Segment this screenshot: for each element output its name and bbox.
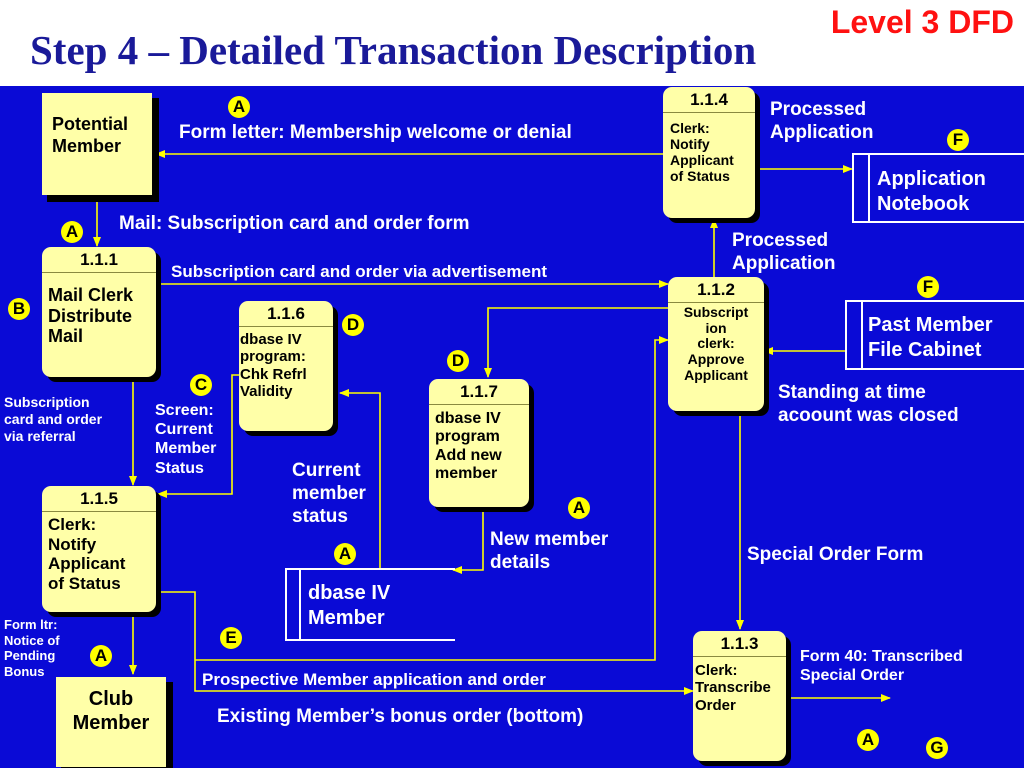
- process-text: Clerk: Notify Applicant of Status: [670, 120, 734, 185]
- store-divider: [861, 300, 863, 370]
- flow-lines: [93, 150, 891, 702]
- process-id: 1.1.2: [668, 277, 764, 303]
- process-1-1-7[interactable]: 1.1.7 dbase IV program Add new member: [429, 379, 529, 507]
- process-text: dbase IV program: Chk Refrl Validity: [240, 331, 307, 400]
- club-member-entity[interactable]: Club Member: [56, 677, 166, 767]
- flow-current-status: [339, 389, 381, 568]
- connector-marker: G: [926, 737, 948, 759]
- flow-label-pending-bonus: Form ltr: Notice of Pending Bonus: [4, 617, 60, 679]
- flow-label-processed-app: Processed Application: [732, 230, 836, 274]
- flow-label-bonus-order: Existing Member’s bonus order (bottom): [217, 706, 584, 727]
- connector-marker: A: [61, 221, 83, 243]
- connector-marker: A: [90, 645, 112, 667]
- process-id: 1.1.3: [693, 631, 786, 657]
- flow-label-processed-app-top: Processed Application: [770, 99, 874, 143]
- connector-marker: A: [228, 96, 250, 118]
- store-divider: [868, 153, 870, 223]
- connector-marker: F: [917, 276, 939, 298]
- application-notebook-store[interactable]: [852, 153, 1024, 223]
- process-id: 1.1.7: [429, 379, 529, 405]
- connector-marker: A: [334, 543, 356, 565]
- dbase-member-store[interactable]: [285, 568, 455, 641]
- flow-to-117: [484, 307, 668, 378]
- flow-label-special-order: Special Order Form: [747, 544, 924, 565]
- flow-new-member: [452, 511, 484, 574]
- connector-marker: A: [857, 729, 879, 751]
- flow-label-new-member: New member details: [490, 529, 609, 573]
- connector-marker: C: [190, 374, 212, 396]
- store-label: Past Member File Cabinet: [868, 314, 993, 361]
- past-member-file-store[interactable]: [845, 300, 1024, 370]
- store-label: dbase IV Member: [308, 582, 391, 629]
- connector-marker: D: [342, 314, 364, 336]
- process-text: Clerk: Transcribe Order: [695, 662, 771, 714]
- flow-label-referral: Subscription card and order via referral: [4, 394, 103, 444]
- process-1-1-6[interactable]: 1.1.6 dbase IV program: Chk Refrl Validi…: [239, 301, 333, 431]
- flow-label-mail: Mail: Subscription card and order form: [119, 213, 470, 234]
- process-1-1-3[interactable]: 1.1.3 Clerk: Transcribe Order: [693, 631, 786, 761]
- flow-prospective: [195, 336, 669, 661]
- connector-marker: A: [568, 497, 590, 519]
- process-id: 1.1.4: [663, 87, 755, 113]
- process-1-1-2[interactable]: 1.1.2 Subscript ion clerk: Approve Appli…: [668, 277, 764, 411]
- flow-label-form-letter: Form letter: Membership welcome or denia…: [179, 122, 572, 143]
- process-1-1-4[interactable]: 1.1.4 Clerk: Notify Applicant of Status: [663, 87, 755, 218]
- connector-marker: D: [447, 350, 469, 372]
- slide-header: Step 4 – Detailed Transaction Descriptio…: [0, 0, 1024, 86]
- process-text: Mail Clerk Distribute Mail: [48, 285, 134, 347]
- flow-label-current-status: Current member status: [292, 460, 366, 527]
- connector-marker: F: [947, 129, 969, 151]
- flow-label-prospective: Prospective Member application and order: [202, 670, 546, 689]
- flow-label-form-40: Form 40: Transcribed Special Order: [800, 648, 963, 685]
- process-text: Subscript ion clerk: Approve Applicant: [683, 304, 749, 383]
- process-id: 1.1.1: [42, 247, 156, 273]
- process-text: dbase IV program Add new member: [435, 410, 502, 483]
- connector-marker: B: [8, 298, 30, 320]
- page-title: Step 4 – Detailed Transaction Descriptio…: [30, 27, 757, 73]
- flow-bonus-order: [158, 591, 694, 695]
- process-1-1-1[interactable]: 1.1.1 Mail Clerk Distribute Mail: [42, 247, 156, 377]
- process-id: 1.1.6: [239, 301, 333, 327]
- level-label: Level 3 DFD: [830, 4, 1014, 40]
- connector-marker: E: [220, 627, 242, 649]
- flow-label-standing: Standing at time acoount was closed: [778, 382, 959, 426]
- process-1-1-5[interactable]: 1.1.5 Clerk: Notify Applicant of Status: [42, 486, 156, 612]
- flow-label-screen: Screen: Current Member Status: [155, 402, 217, 477]
- potential-member-entity[interactable]: Potential Member: [42, 93, 152, 195]
- dfd-canvas: Potential Member Club Member 1.1.1 Mail …: [0, 86, 1024, 768]
- flow-screen: [157, 374, 239, 498]
- store-divider: [299, 568, 301, 641]
- process-text: Clerk: Notify Applicant of Status: [48, 515, 126, 593]
- process-id: 1.1.5: [42, 486, 156, 512]
- flow-label-advertisement: Subscription card and order via advertis…: [171, 262, 548, 281]
- store-label: Application Notebook: [877, 168, 986, 215]
